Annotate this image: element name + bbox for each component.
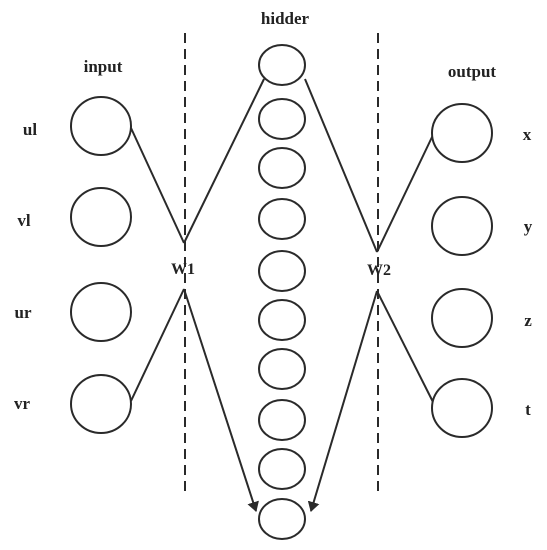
input-node-ur-circle xyxy=(70,282,132,342)
edge-w2-to-x xyxy=(376,134,434,253)
weight-label-w1: W1 xyxy=(171,261,195,278)
output-label-y: y xyxy=(524,217,533,236)
output-label-t: t xyxy=(525,400,531,419)
output-label-x: x xyxy=(523,125,532,144)
output-label-z: z xyxy=(524,311,532,330)
hidden-node xyxy=(258,250,306,292)
edge-w1-to-bottom-hidden-arrow xyxy=(183,288,259,512)
hidden-node xyxy=(258,299,306,341)
input-node-ur xyxy=(70,282,132,342)
hidden-node xyxy=(258,498,306,540)
hidden-node xyxy=(258,399,306,441)
hidden-node xyxy=(258,348,306,390)
output-node-x xyxy=(431,103,493,163)
hidden-node xyxy=(258,98,306,140)
input-label-vr: vr xyxy=(14,394,31,413)
edge-top-hidden-to-w2 xyxy=(304,78,378,253)
input-label-vl: vl xyxy=(17,211,31,230)
weight-label-w2: W2 xyxy=(367,262,391,279)
output-node-y-circle xyxy=(431,196,493,256)
output-node-z-circle xyxy=(431,288,493,348)
input-node-ul xyxy=(70,96,132,156)
input-node-vr xyxy=(70,374,132,434)
edge-vr-to-w1 xyxy=(130,288,185,402)
input-node-vl xyxy=(70,187,132,247)
output-node-t-circle xyxy=(431,378,493,438)
input-node-ul-circle xyxy=(70,96,132,156)
edge-w1-to-top-hidden xyxy=(183,78,265,244)
input-layer-header: input xyxy=(84,57,123,76)
hidden-node xyxy=(258,448,306,490)
hidden-node xyxy=(258,198,306,240)
hidden-layer-header: hidder xyxy=(261,9,310,28)
input-label-ur: ur xyxy=(15,303,32,322)
hidden-layer xyxy=(258,44,306,540)
output-node-t xyxy=(431,378,493,438)
hidden-node xyxy=(258,44,306,86)
output-layer-header: output xyxy=(448,62,497,81)
input-node-vr-circle xyxy=(70,374,132,434)
output-node-z xyxy=(431,288,493,348)
input-node-vl-circle xyxy=(70,187,132,247)
edge-t-to-w2 xyxy=(376,290,434,403)
edge-ul-to-w1 xyxy=(130,127,185,244)
input-label-ul: ul xyxy=(23,120,37,139)
hidden-node xyxy=(258,147,306,189)
output-node-y xyxy=(431,196,493,256)
output-node-x-circle xyxy=(431,103,493,163)
edge-w2-to-bottom-hidden-arrow xyxy=(307,290,378,512)
